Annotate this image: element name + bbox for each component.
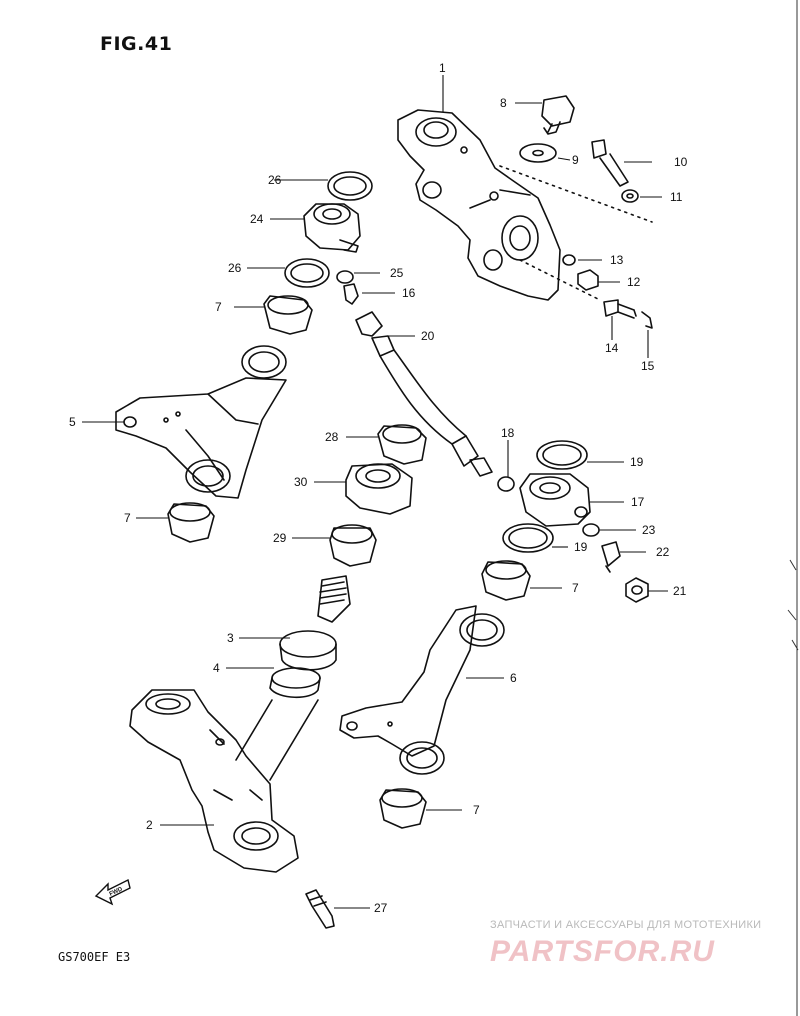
callout-27: 27 xyxy=(374,901,388,915)
part-14-bolt xyxy=(603,299,637,319)
callout-14: 14 xyxy=(605,341,619,355)
callout-7: 7 xyxy=(124,511,131,525)
model-code: GS700EF E3 xyxy=(58,950,131,964)
part-7-grommet-d xyxy=(379,788,427,829)
callout-29: 29 xyxy=(273,531,287,545)
part-12-nut xyxy=(577,269,599,291)
fwd-label: FWD xyxy=(109,886,125,897)
part-24-joint xyxy=(303,203,361,253)
callout-16: 16 xyxy=(402,286,416,300)
part-5-bracket xyxy=(115,345,287,499)
part-16-fitting xyxy=(343,283,359,305)
callout-7: 7 xyxy=(572,581,579,595)
part-8-bolt xyxy=(541,95,575,135)
callout-10: 10 xyxy=(674,155,688,169)
fwd-arrow-icon: FWD xyxy=(94,878,131,906)
callout-19: 19 xyxy=(630,455,644,469)
callout-13: 13 xyxy=(610,253,624,267)
callout-9: 9 xyxy=(572,153,579,167)
callout-labels: 1 2 3 4 5 6 7 7 7 7 8 9 10 11 12 13 14 1… xyxy=(69,61,688,915)
callout-7: 7 xyxy=(473,803,480,817)
leader-lines xyxy=(82,75,668,909)
part-3-4-stem xyxy=(235,575,351,781)
part-15-clip xyxy=(641,311,653,329)
callout-21: 21 xyxy=(673,584,687,598)
callout-22: 22 xyxy=(656,545,670,559)
callout-18: 18 xyxy=(501,426,515,440)
part-28-nut xyxy=(377,424,427,465)
callout-20: 20 xyxy=(421,329,435,343)
callout-11: 11 xyxy=(670,190,683,204)
callout-23: 23 xyxy=(642,523,656,537)
part-19-oring-upper xyxy=(536,440,588,470)
part-9-washer xyxy=(519,143,557,163)
callout-1: 1 xyxy=(439,61,446,75)
callout-26: 26 xyxy=(228,261,242,275)
callout-24: 24 xyxy=(250,212,264,226)
part-19-oring-lower xyxy=(502,523,554,553)
figure-title: FIG.41 xyxy=(100,33,173,55)
callout-12: 12 xyxy=(627,275,641,289)
part-11-washer xyxy=(621,189,639,203)
part-26-oring-upper xyxy=(327,171,373,201)
part-21-nut xyxy=(625,577,649,603)
part-25-oring xyxy=(336,270,354,284)
part-7-grommet-a xyxy=(263,295,313,335)
callout-5: 5 xyxy=(69,415,76,429)
part-18-oring xyxy=(497,476,515,492)
edge-artifacts xyxy=(787,0,799,1016)
callout-7: 7 xyxy=(215,300,222,314)
part-17-joint xyxy=(519,473,591,527)
part-26-oring-lower xyxy=(284,258,330,288)
part-1-caliper-bracket xyxy=(397,109,561,301)
callout-25: 25 xyxy=(390,266,404,280)
part-7-grommet-c xyxy=(481,560,531,601)
part-23-oring xyxy=(582,523,600,537)
part-7-grommet-b xyxy=(167,502,215,543)
part-30-cover xyxy=(345,463,413,515)
callout-30: 30 xyxy=(294,475,308,489)
watermark-tagline: ЗАПЧАСТИ И АКСЕССУАРЫ ДЛЯ МОТОТЕХНИКИ xyxy=(490,919,762,931)
part-13-washer xyxy=(562,254,576,266)
part-10-bolt xyxy=(591,139,629,187)
callout-19: 19 xyxy=(574,540,588,554)
part-20-hose xyxy=(355,311,493,477)
part-6-bracket xyxy=(339,605,505,775)
callout-28: 28 xyxy=(325,430,339,444)
part-22-fitting xyxy=(601,541,621,573)
callout-26: 26 xyxy=(268,173,282,187)
part-29-seal xyxy=(329,524,377,567)
part-2-lower-bracket xyxy=(129,689,299,873)
part-27-bolt xyxy=(305,889,335,929)
callout-4: 4 xyxy=(213,661,220,675)
callout-6: 6 xyxy=(510,671,517,685)
watermark-logo: PARTSFOR.RU xyxy=(490,935,715,968)
callout-8: 8 xyxy=(500,96,507,110)
callout-15: 15 xyxy=(641,359,655,373)
callout-3: 3 xyxy=(227,631,234,645)
callout-17: 17 xyxy=(631,495,645,509)
callout-2: 2 xyxy=(146,818,153,832)
